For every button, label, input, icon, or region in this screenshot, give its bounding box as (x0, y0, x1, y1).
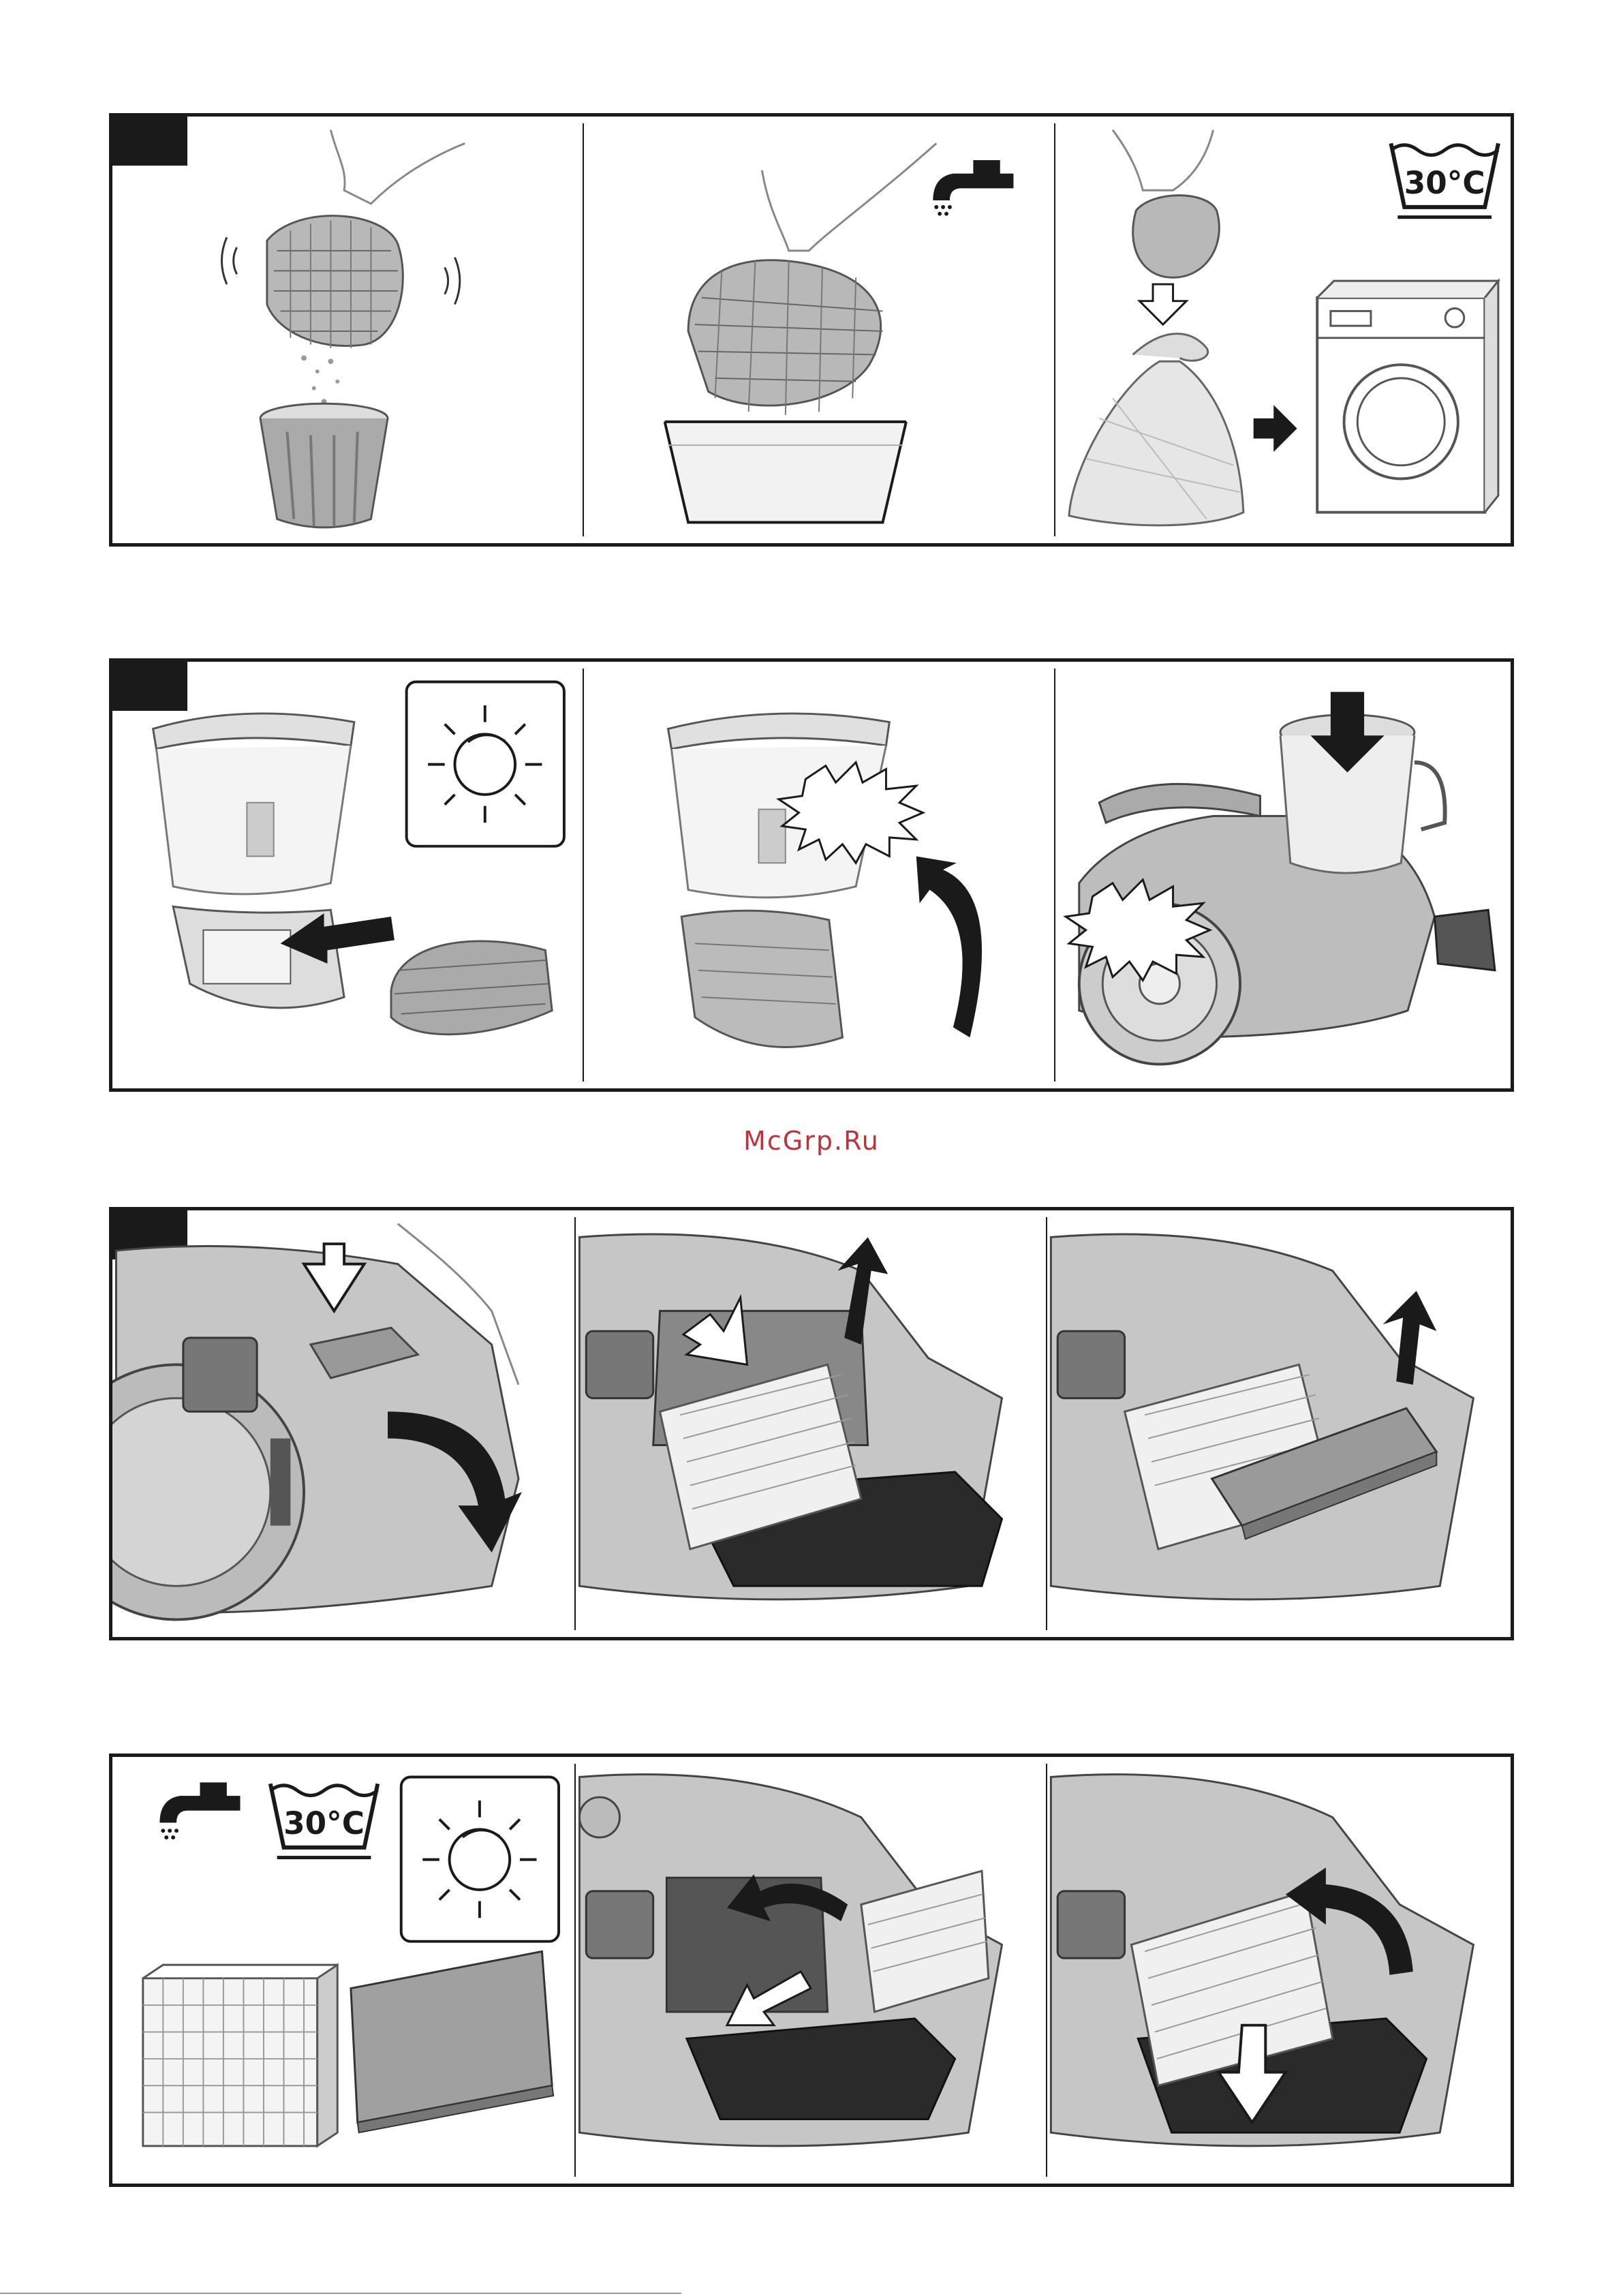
sun-dry-icon (401, 1777, 559, 1942)
panel-wash-dry-filters: 30°C (112, 1757, 583, 2184)
wash-temperature-label: 30°C (1404, 165, 1485, 201)
wash-temperature-label: 30°C (283, 1805, 365, 1841)
panel-reinsert-filters (576, 1757, 1046, 2184)
prefilter-pad-icon (351, 1951, 553, 2132)
arrow-right-icon (1254, 405, 1297, 452)
sun-dry-icon (407, 682, 564, 846)
watermark-text: McGrp.Ru (0, 1126, 1623, 1156)
panel-remove-hepa (576, 1210, 1046, 1637)
arrow-down-icon (1139, 284, 1186, 324)
water-tap-icon (933, 160, 1013, 216)
panel-rinse-filter (584, 117, 1054, 543)
panel-remove-prefilter (1047, 1210, 1511, 1637)
panel-open-filter-cover (112, 1210, 583, 1637)
foam-filter-icon (1133, 196, 1220, 278)
step-row-3 (109, 1207, 1514, 1640)
step-row-2 (109, 658, 1514, 1092)
basin-icon (665, 422, 906, 523)
footer-rule (0, 2293, 681, 2294)
foam-filter-icon (267, 216, 403, 348)
foam-filter-icon (688, 260, 882, 415)
arrow-curved-up-icon (916, 856, 982, 1037)
water-tap-icon (159, 1782, 240, 1839)
hepa-filter-icon (143, 1965, 337, 2146)
wash-30-icon: 30°C (1391, 143, 1498, 217)
dust-container-icon (153, 714, 354, 1008)
panel-shake-filter (112, 117, 583, 543)
trash-bin-icon (260, 403, 388, 527)
wash-30-icon: 30°C (270, 1784, 377, 1857)
laundry-bag-icon (1069, 334, 1243, 525)
foam-filter-icon (391, 941, 552, 1035)
panel-remove-foam (112, 662, 583, 1088)
panel-insert-foam (584, 662, 1054, 1088)
panel-close-cover (1047, 1757, 1511, 2184)
step-row-1: 30°C (109, 113, 1514, 547)
step-row-4: 30°C (109, 1754, 1514, 2187)
panel-machine-wash: 30°C (1055, 117, 1511, 543)
panel-attach-container (1055, 662, 1511, 1088)
washing-machine-icon (1317, 281, 1498, 512)
